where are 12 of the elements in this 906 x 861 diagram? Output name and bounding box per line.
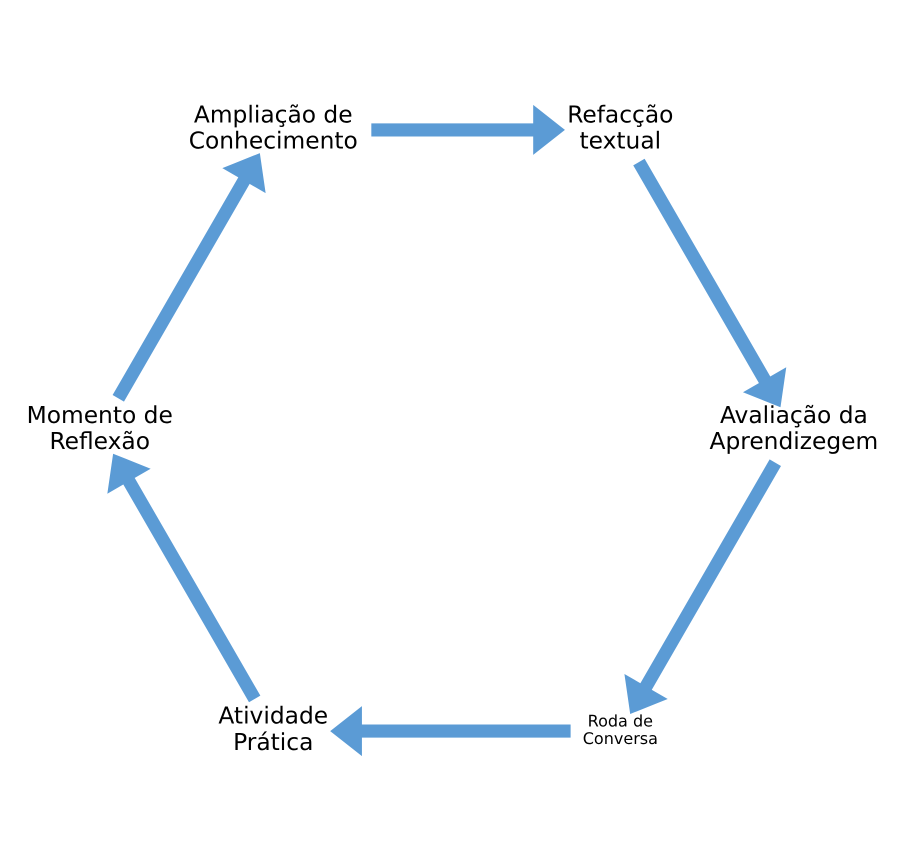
node-text: Ampliação de Conhecimento: [188, 100, 358, 155]
arrow: [624, 459, 781, 714]
arrow: [371, 104, 565, 155]
arrow: [107, 454, 260, 702]
arrow: [112, 153, 266, 402]
node-text: Avaliação da Aprendizegem: [710, 400, 878, 456]
node-text: Roda de Conversa: [582, 711, 658, 748]
node-text: Momento de Reflexão: [26, 400, 173, 456]
node-text: Atividade Prática: [218, 701, 328, 756]
arrow: [330, 706, 571, 756]
node-text: Refacção textual: [567, 100, 674, 155]
arrow: [633, 158, 786, 408]
